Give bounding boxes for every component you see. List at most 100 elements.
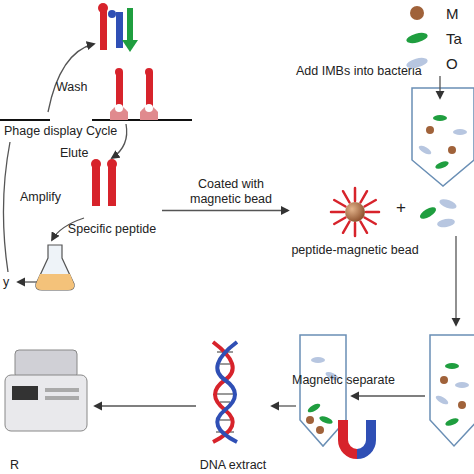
pcr-vent <box>45 396 79 400</box>
magnetic-bead <box>426 126 434 134</box>
peptide <box>354 223 357 236</box>
target-bacterium <box>434 160 449 170</box>
peptide <box>365 218 376 225</box>
other-bacterium <box>453 129 467 135</box>
magnetic-bead <box>316 426 324 434</box>
legend-text: Ta <box>446 30 462 47</box>
step-label: Amplify <box>20 190 61 204</box>
legend-swatch <box>410 6 424 20</box>
pcr-lid <box>15 350 77 378</box>
pcr-vent <box>45 388 79 392</box>
other-bacterium <box>455 382 469 388</box>
target-bacterium <box>306 402 321 414</box>
peptide-phage <box>92 164 100 206</box>
step-label: + <box>396 201 406 215</box>
peptide <box>343 222 350 233</box>
magnetic-bead <box>448 146 456 154</box>
step-label: y <box>3 275 9 289</box>
peptide <box>331 211 344 214</box>
legend-text: O <box>446 55 458 72</box>
magnet <box>357 420 371 454</box>
bound-phage <box>145 68 153 76</box>
legend-swatch-frame <box>404 55 430 71</box>
illustration-step: peptide-magnetic bead <box>288 185 422 257</box>
legend-swatch <box>405 56 429 70</box>
arrow-label: Coated with magnetic bead <box>179 177 283 207</box>
step-caption: DNA extract <box>200 458 267 472</box>
bead-peptides <box>331 188 379 236</box>
plate-surface <box>0 119 50 121</box>
illustration-step: Specific peptide <box>62 150 162 236</box>
flask-liquid <box>36 274 74 290</box>
base-pair <box>216 393 234 395</box>
phage-body <box>100 8 107 50</box>
process-arrow <box>455 236 456 325</box>
peptide <box>343 191 350 202</box>
peptide <box>334 218 345 225</box>
other-bacterium <box>438 197 458 211</box>
phage-body <box>116 12 123 48</box>
legend: M TaO <box>404 2 474 82</box>
magnetic-bead <box>458 401 466 409</box>
add-arrow <box>439 76 440 98</box>
step-label: Phage display Cycle <box>4 124 117 138</box>
process-arrow <box>95 405 196 406</box>
magnetic-bead <box>345 202 365 222</box>
illustration-step: R <box>0 340 95 472</box>
pcr-screen <box>12 386 38 400</box>
flask <box>36 245 74 290</box>
process-arrow <box>352 395 425 396</box>
step-label: Add IMBs into bacteria <box>296 64 422 78</box>
peptide <box>354 188 357 201</box>
peptide-phage <box>108 164 116 206</box>
step-caption: peptide-magnetic bead <box>291 243 418 257</box>
bound-phage <box>116 72 123 108</box>
process-arrow <box>162 210 288 211</box>
step-caption: R <box>10 458 19 472</box>
peptide-phage <box>91 159 101 169</box>
phage-body <box>127 8 133 40</box>
legend-swatch-frame <box>404 30 430 46</box>
base-pair <box>220 363 230 365</box>
pcr-machine <box>5 375 87 431</box>
bound-phage <box>115 68 123 76</box>
peptide <box>366 211 379 214</box>
receptor-pocket <box>115 104 123 112</box>
peptide <box>365 200 376 207</box>
legend-swatch-frame <box>404 5 430 21</box>
legend-row: O <box>404 52 458 74</box>
legend-swatch <box>405 31 429 45</box>
magnetic-bead <box>306 416 314 424</box>
target-bacterium <box>433 115 447 121</box>
magnetic-bead <box>440 376 448 384</box>
base-pair <box>220 419 230 421</box>
tube <box>412 88 474 186</box>
dna-strand <box>217 342 237 442</box>
other-bacterium <box>311 357 325 363</box>
step-caption: Specific peptide <box>68 222 156 236</box>
phage-head <box>108 10 116 18</box>
step-label: Elute <box>60 146 89 160</box>
peptide-phage <box>107 159 117 169</box>
tube <box>430 335 474 446</box>
phage-tip <box>122 40 138 52</box>
bound-phage <box>146 72 153 108</box>
other-bacterium <box>434 394 449 406</box>
target-bacterium <box>418 205 438 221</box>
base-pair <box>220 401 230 403</box>
other-bacterium <box>417 144 432 156</box>
peptide <box>334 200 345 207</box>
step-label: Wash <box>56 80 88 94</box>
target-bacterium <box>444 417 459 427</box>
target-bacterium <box>445 363 459 369</box>
peptide <box>361 191 368 202</box>
receptor-pocket <box>145 104 153 112</box>
phage-head <box>98 3 108 13</box>
cycle-arrow <box>18 281 38 282</box>
wash-arrow <box>48 44 94 112</box>
legend-row: M <box>404 2 459 24</box>
cycle-arrow <box>3 142 10 272</box>
target-bacterium <box>318 415 333 425</box>
step-label: Magnetic separate <box>292 373 395 387</box>
